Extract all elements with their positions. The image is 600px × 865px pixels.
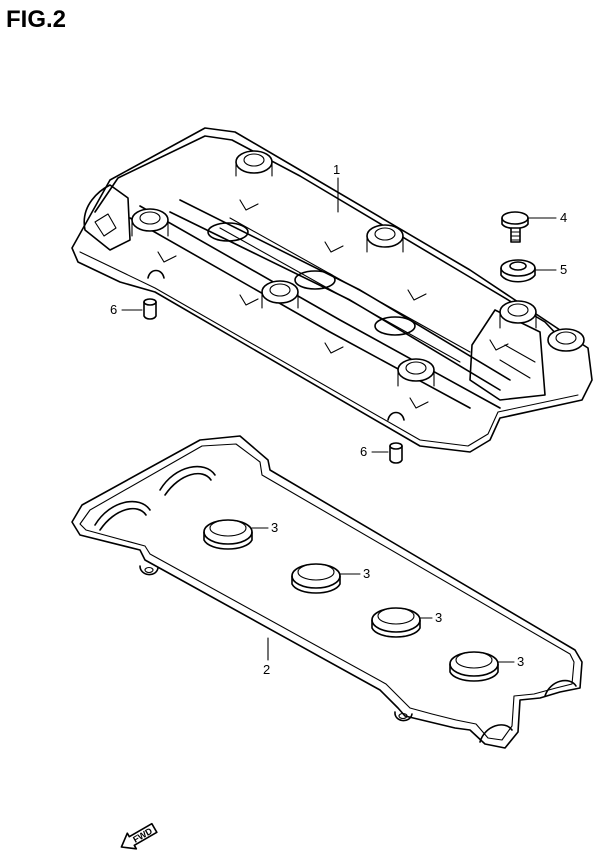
callout-4: 4	[560, 210, 567, 225]
callout-1: 1	[333, 162, 340, 177]
cylinder-head-cover	[71, 127, 593, 453]
plug-hole	[207, 222, 249, 242]
plug-hole	[294, 270, 336, 290]
bolt-boss	[499, 300, 537, 329]
bolt-boss	[131, 208, 169, 237]
callout-6: 6	[360, 444, 367, 459]
plug-seal	[449, 651, 499, 682]
dowel-pin	[389, 442, 403, 464]
bolt-boss	[261, 280, 299, 309]
bolt-boss	[235, 150, 273, 177]
plug-hole	[374, 316, 416, 336]
bolt-boss	[397, 358, 435, 387]
plug-seal	[371, 607, 421, 638]
plug-seal	[291, 563, 341, 594]
callout-5: 5	[560, 262, 567, 277]
callout-3: 3	[517, 654, 524, 669]
bolt-grommet	[500, 259, 536, 283]
leader-lines	[121, 177, 557, 663]
callout-3: 3	[363, 566, 370, 581]
dowel-pin	[143, 298, 157, 320]
plug-seal	[203, 519, 253, 550]
forward-direction-arrow: FWD	[120, 822, 158, 850]
callout-3: 3	[435, 610, 442, 625]
figure-title: FIG.2	[6, 6, 67, 33]
cover-gasket	[71, 435, 583, 749]
callout-6: 6	[110, 302, 117, 317]
callout-2: 2	[263, 662, 270, 677]
cover-bolt	[501, 211, 529, 243]
callout-3: 3	[271, 520, 278, 535]
bolt-boss	[547, 328, 585, 352]
bolt-boss	[366, 224, 404, 253]
